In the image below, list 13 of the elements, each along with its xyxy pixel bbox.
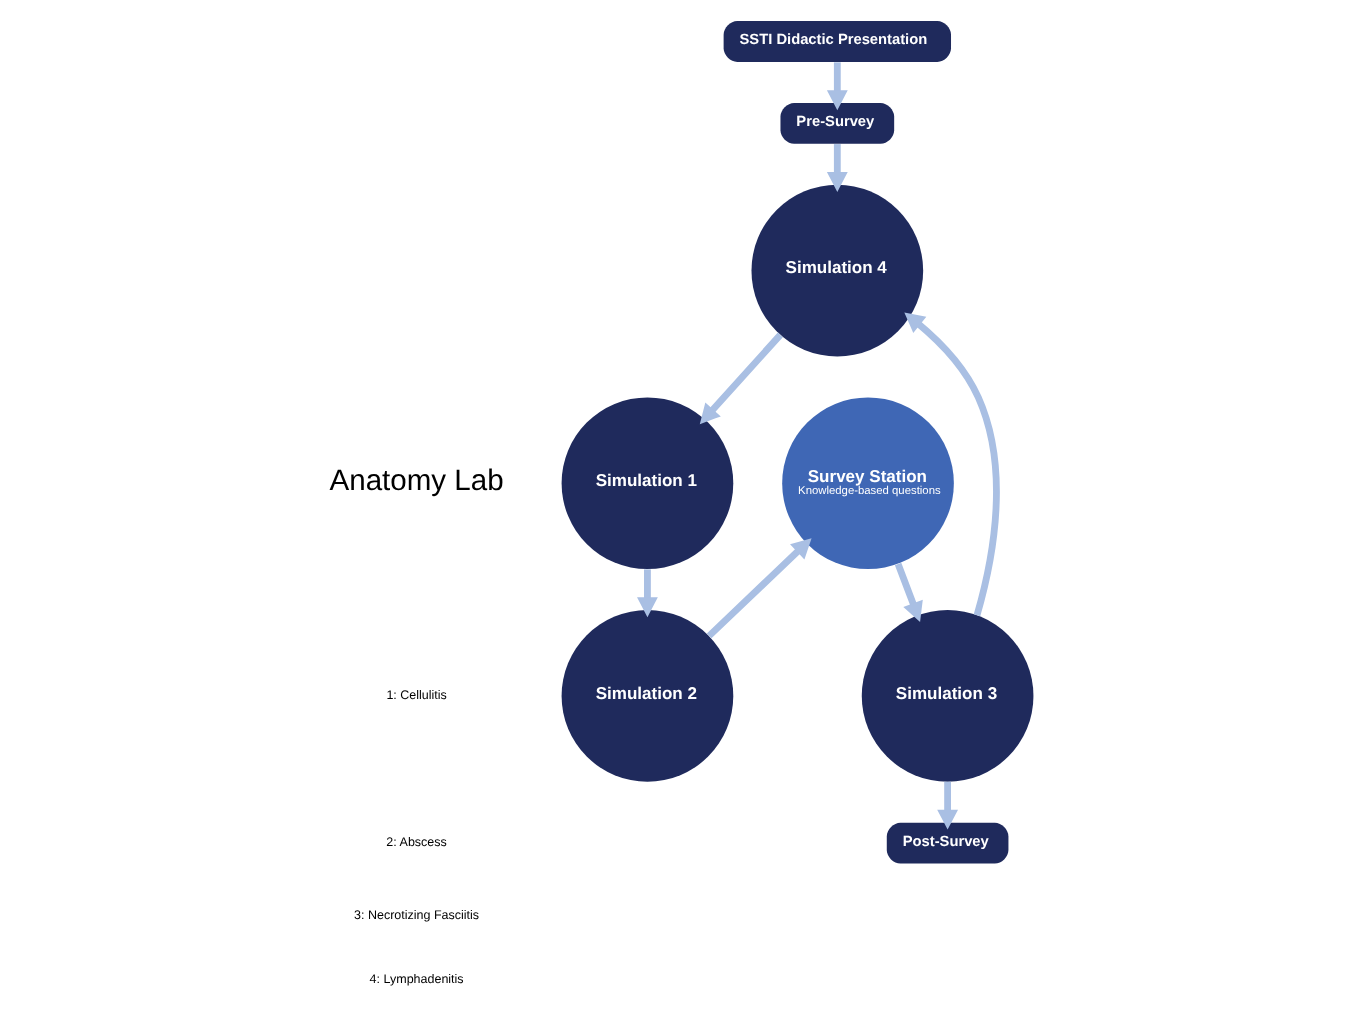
node-circle: Simulation 2 xyxy=(561,610,734,782)
arrow xyxy=(699,332,783,425)
node-circle: Simulation 4 xyxy=(751,184,924,357)
arrow xyxy=(937,781,958,830)
arrow xyxy=(826,62,848,111)
node-circle: Simulation 3 xyxy=(861,610,1034,782)
arrow xyxy=(826,144,848,192)
arrow xyxy=(706,538,812,639)
arrow xyxy=(637,569,658,618)
node-circle: Simulation 1 xyxy=(561,397,734,570)
arrow xyxy=(894,562,923,622)
label: Anatomy Lab xyxy=(329,466,504,499)
arrow xyxy=(904,312,1000,617)
